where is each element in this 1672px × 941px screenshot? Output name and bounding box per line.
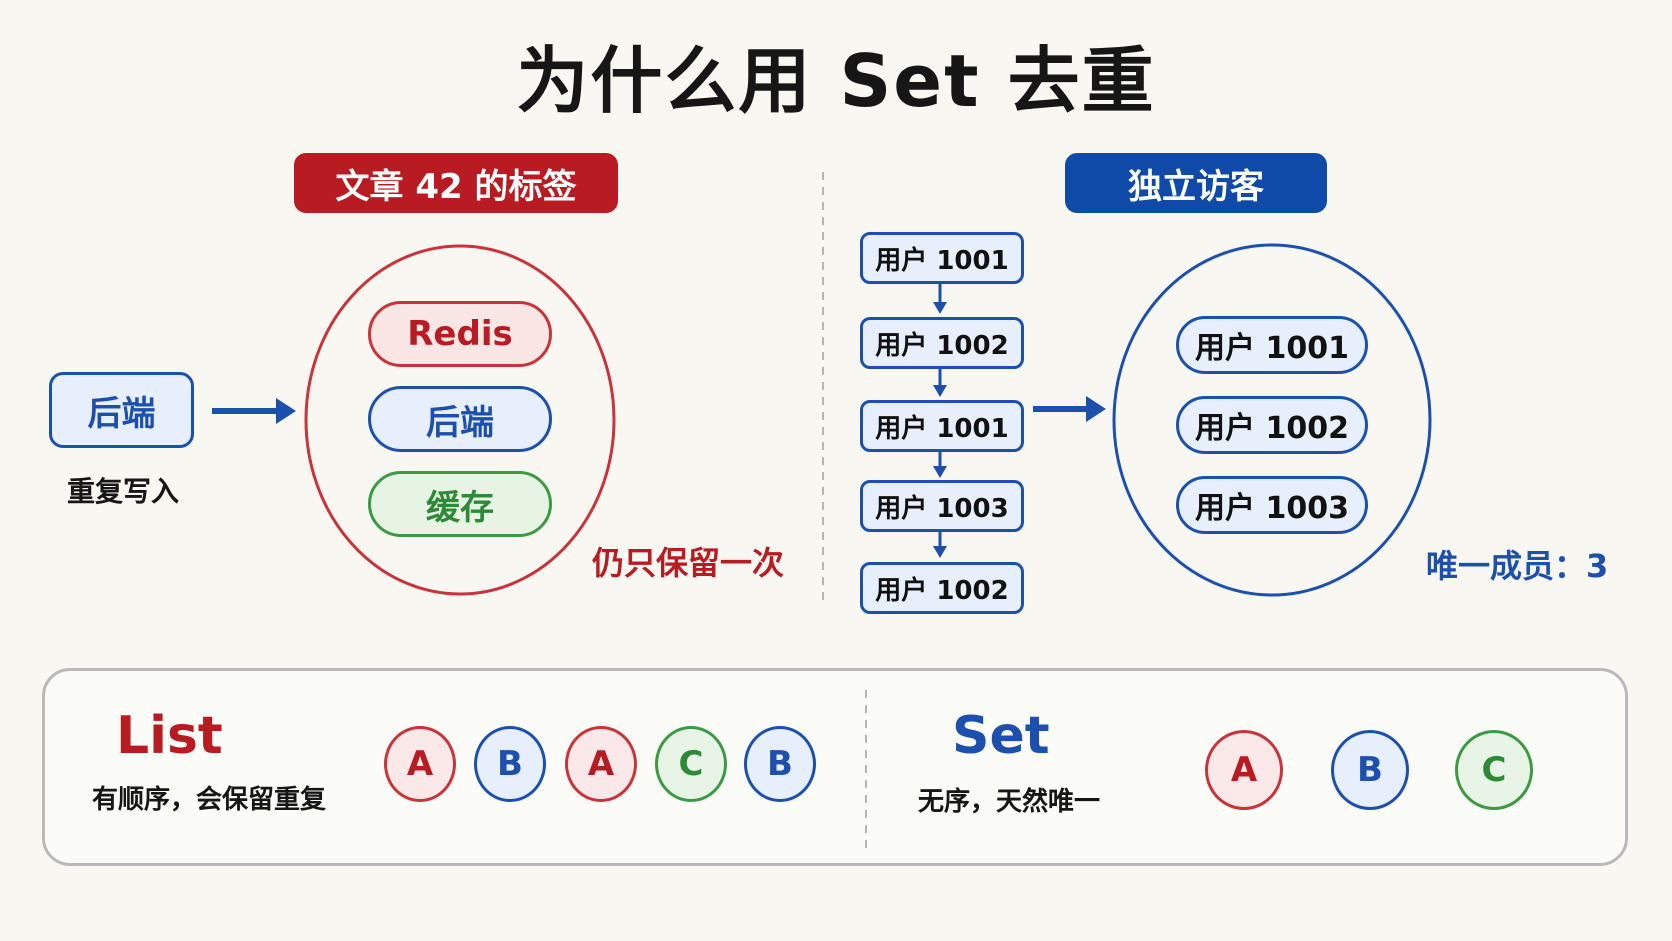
set-item-cache: 缓存: [368, 471, 552, 537]
stream-user-2: 用户 1002: [860, 317, 1024, 369]
set-description: 无序，天然唯一: [918, 787, 1101, 817]
arrow-stream-to-set: [1033, 396, 1106, 422]
set-item-c: C: [1455, 730, 1533, 810]
backend-source-box: 后端: [49, 372, 194, 448]
list-item-b-1: B: [474, 726, 546, 802]
stream-user-3: 用户 1001: [860, 400, 1024, 452]
unique-members-note: 唯一成员：3: [1426, 547, 1609, 585]
stream-arrows: [933, 284, 947, 558]
list-description: 有顺序，会保留重复: [92, 785, 327, 815]
stream-user-5: 用户 1002: [860, 562, 1024, 614]
stream-user-1: 用户 1001: [860, 232, 1024, 284]
list-item-c-1: C: [655, 726, 727, 802]
set-item-a: A: [1205, 730, 1283, 810]
list-item-a-2: A: [565, 726, 637, 802]
set-circle-left: [304, 244, 616, 596]
set-user-1003: 用户 1003: [1176, 476, 1368, 534]
duplicate-write-caption: 重复写入: [66, 475, 179, 508]
tags-header: 文章 42 的标签: [294, 153, 618, 213]
set-title: Set: [952, 706, 1050, 766]
unique-visitors-header: 独立访客: [1065, 153, 1327, 213]
stream-user-4: 用户 1003: [860, 480, 1024, 532]
list-title: List: [116, 706, 223, 766]
arrow-left-to-set: [212, 398, 296, 424]
set-user-1002: 用户 1002: [1176, 396, 1368, 454]
set-item-redis: Redis: [368, 301, 552, 367]
page-title: 为什么用 Set 去重: [516, 39, 1156, 123]
set-item-b: B: [1331, 730, 1409, 810]
set-item-backend: 后端: [368, 386, 552, 452]
list-item-b-2: B: [744, 726, 816, 802]
list-item-a-1: A: [384, 726, 456, 802]
kept-once-note: 仍只保留一次: [592, 544, 785, 582]
set-circle-right: [1112, 243, 1432, 597]
set-user-1001: 用户 1001: [1176, 316, 1368, 374]
